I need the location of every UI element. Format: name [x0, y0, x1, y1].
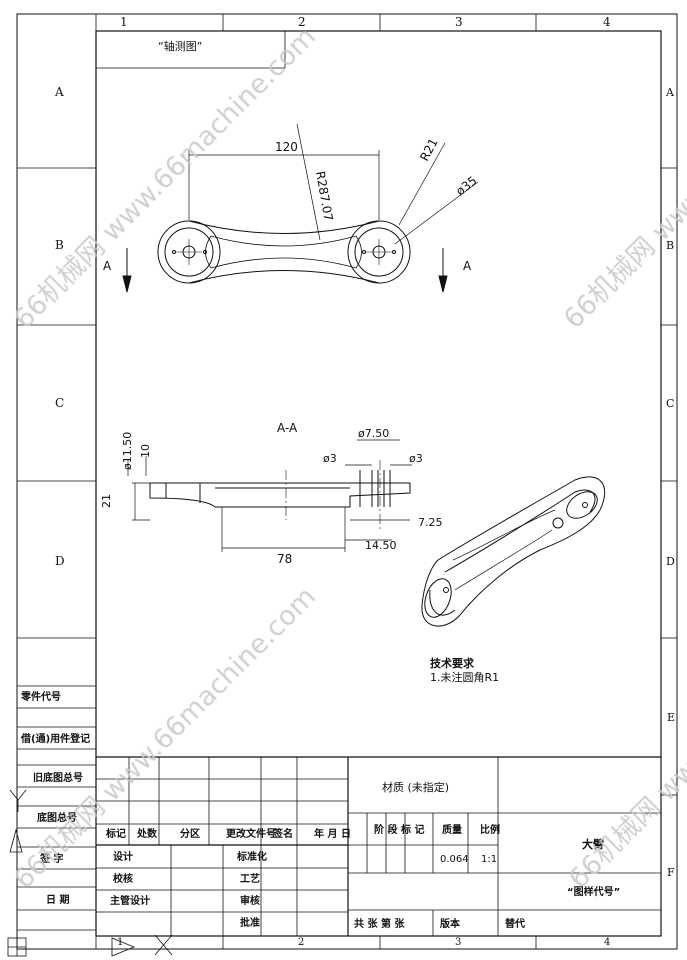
col-label-4: 4: [603, 15, 611, 29]
inner-frame: [95, 30, 662, 937]
header-sign: 签名: [272, 827, 293, 840]
date-label: 日 期: [46, 893, 69, 906]
old-base-label: 旧底图总号: [33, 771, 83, 784]
section-marker-left: A: [103, 259, 112, 273]
section-label: A-A: [277, 421, 298, 435]
mass-value: 0.064: [440, 854, 469, 865]
header-date: 年 月 日: [314, 827, 351, 840]
section-cut-markers: [122, 248, 448, 293]
part-name: 大臂: [582, 837, 604, 851]
replace-label: 替代: [505, 917, 525, 930]
review-label: 审核: [240, 894, 260, 907]
row-label-c-right: C: [666, 397, 674, 410]
projection-symbol: [7, 789, 173, 957]
left-zone-ruler: [17, 167, 677, 796]
design-label: 设计: [113, 850, 133, 863]
left-strip-grid: [17, 685, 96, 931]
stage-label: 阶 段 标 记: [374, 823, 424, 836]
dim-dia7-5: ø7.50: [358, 427, 389, 440]
row-label-b-right: B: [666, 239, 674, 252]
mass-label: 质量: [442, 823, 462, 836]
col-label-1-bottom: 1: [117, 937, 123, 948]
borrow-reg-label: 借(通)用件登记: [20, 732, 90, 745]
outer-frame: [16, 13, 678, 950]
process-label: 工艺: [240, 872, 260, 885]
dim-dia3-right: ø3: [409, 452, 423, 465]
header-count: 处数: [136, 827, 158, 840]
isometric-view: [421, 476, 606, 627]
drawing-number: “图样代号”: [567, 885, 620, 898]
view-label: “轴测图”: [158, 39, 202, 53]
dim-r21: R21: [417, 136, 440, 163]
row-label-e-right: E: [667, 711, 675, 724]
title-block-grid: [96, 756, 661, 936]
col-label-2: 2: [298, 15, 306, 29]
approve-label: 批准: [240, 916, 260, 929]
dim-width-120: 120: [275, 140, 298, 154]
col-label-3-bottom: 3: [455, 937, 461, 948]
header-zone: 分区: [180, 827, 200, 840]
col-label-2-bottom: 2: [298, 937, 304, 948]
row-label-b: B: [55, 238, 64, 252]
dim-78: 78: [277, 552, 292, 566]
base-no-label: 底图总号: [37, 811, 77, 824]
row-label-a-right: A: [665, 86, 675, 99]
dim-10: 10: [139, 444, 152, 458]
section-view: [149, 460, 411, 530]
header-doc: 更改文件号: [226, 827, 276, 840]
dim-21: 21: [100, 494, 113, 508]
material-label: 材质 (未指定): [382, 780, 449, 794]
arm-top-view: [157, 220, 411, 284]
row-label-a: A: [54, 85, 64, 99]
col-label-1: 1: [120, 15, 128, 29]
check-label: 校核: [113, 872, 133, 885]
col-label-4-bottom: 4: [604, 937, 610, 948]
dim-dia11-5: ø11.50: [121, 432, 134, 470]
row-label-d: D: [55, 554, 65, 568]
standard-label: 标准化: [236, 850, 267, 863]
watermark-2: 66机械网 www.66machine.com: [558, 21, 687, 335]
scale-value: 1:1: [481, 854, 497, 865]
dim-dia3-left: ø3: [323, 452, 337, 465]
top-view-dimensions: [188, 123, 479, 245]
section-dimensions: [127, 439, 412, 552]
scale-label: 比例: [480, 823, 500, 836]
main-design-label: 主管设计: [110, 894, 150, 907]
tech-req-1: 1.未注圆角R1: [430, 670, 499, 684]
row-label-f-right: F: [667, 866, 675, 879]
top-zone-ruler: [95, 14, 537, 949]
row-label-c: C: [55, 396, 64, 410]
tech-req-title: 技术要求: [430, 656, 475, 670]
dim-14-5: 14.50: [365, 539, 397, 552]
row-label-d-right: D: [666, 555, 675, 568]
section-marker-right: A: [463, 259, 472, 273]
dim-dia35: ø35: [453, 173, 479, 198]
sign-label: 签 字: [39, 852, 63, 865]
col-label-3: 3: [455, 15, 463, 29]
version-label: 版本: [440, 917, 461, 930]
sheets-label: 共 张 第 张: [354, 917, 405, 930]
dim-7-25: 7.25: [418, 516, 443, 529]
header-mark: 标记: [105, 827, 126, 840]
part-code-label: 零件代号: [20, 690, 61, 703]
dim-r287: R287.07: [313, 170, 336, 222]
